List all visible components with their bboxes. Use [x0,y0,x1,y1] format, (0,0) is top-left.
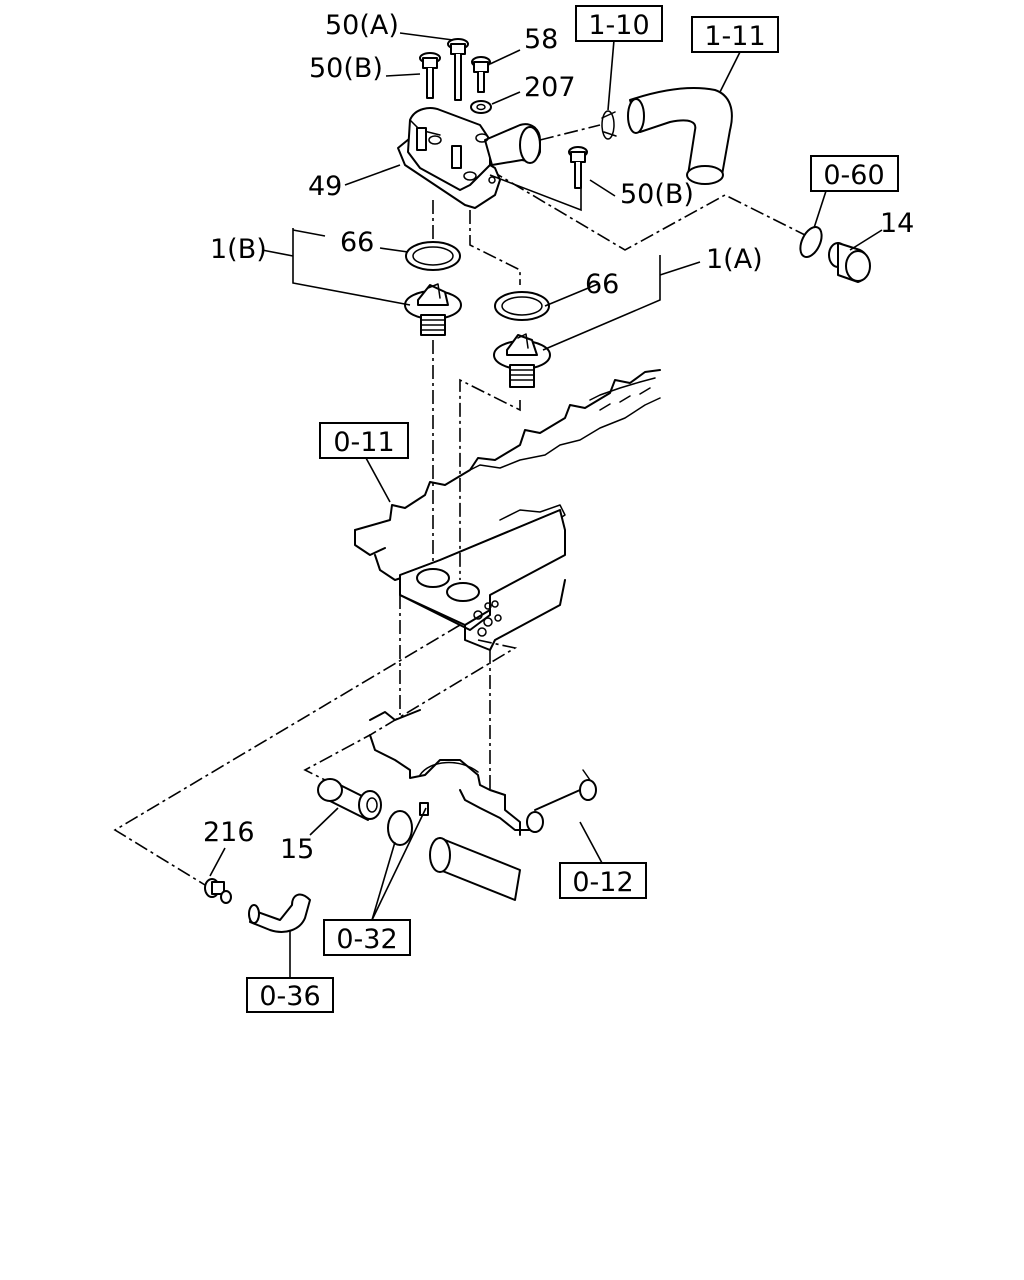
ref-1-10: 1-10 [588,10,649,41]
label-15: 15 [280,834,314,865]
part-15 [317,778,382,821]
plug-14 [828,242,871,283]
ref-box-1-11: 1-11 [691,16,779,53]
ref-0-32: 0-32 [336,924,397,955]
ref-0-36: 0-36 [259,981,320,1012]
thermostat-housing-cover [397,107,541,209]
label-58: 58 [524,24,558,55]
connection-lines [113,124,806,886]
label-1a: 1(A) [706,244,763,275]
ref-0-11: 0-11 [333,427,394,458]
leader-lines [209,32,883,980]
ref-0-60: 0-60 [823,160,884,191]
thermostat-1a [493,333,551,388]
hose-0-36 [248,893,311,933]
label-49: 49 [308,171,342,202]
ref-box-0-60: 0-60 [810,155,899,192]
washer-0-60 [799,226,823,258]
bolt-58 [471,56,491,93]
ref-box-0-11: 0-11 [319,422,409,459]
thermostat-1b [404,283,462,336]
ref-box-0-12: 0-12 [559,862,647,899]
label-50a: 50(A) [325,10,399,41]
fitting-216 [204,878,232,904]
reference-boxes: 1-10 1-11 0-60 0-11 0-12 0-32 0-36 [246,5,899,1013]
ref-box-0-36: 0-36 [246,977,334,1013]
ref-1-11: 1-11 [704,21,765,52]
bolt-50a [447,38,469,101]
bolt-50b-right [568,146,588,189]
thermostat-housing-block [399,509,566,651]
label-216: 216 [203,817,255,848]
label-14: 14 [880,208,914,239]
lower-engine-block [369,595,597,836]
ref-box-0-32: 0-32 [323,919,411,956]
label-66-right: 66 [585,269,619,300]
cylinder-head [354,369,661,581]
gasket-66-right [494,291,550,321]
label-207: 207 [524,72,576,103]
hose-1-11 [627,87,733,185]
clamp-0-32 [387,802,429,846]
gasket-66-left [405,241,461,271]
hose-clamp-part [601,110,617,140]
washer-207 [470,100,492,114]
label-50b-top: 50(B) [309,53,383,84]
ref-0-12: 0-12 [572,867,633,898]
ref-box-1-10: 1-10 [575,5,663,42]
label-66-left: 66 [340,227,374,258]
water-pipe [429,837,521,901]
bolt-50b-top [419,52,441,99]
label-1b: 1(B) [210,234,267,265]
part-labels: 50(A) 50(B) 58 207 49 50(B) 1(B) 66 66 1… [203,10,914,865]
label-50b-right: 50(B) [620,179,694,210]
